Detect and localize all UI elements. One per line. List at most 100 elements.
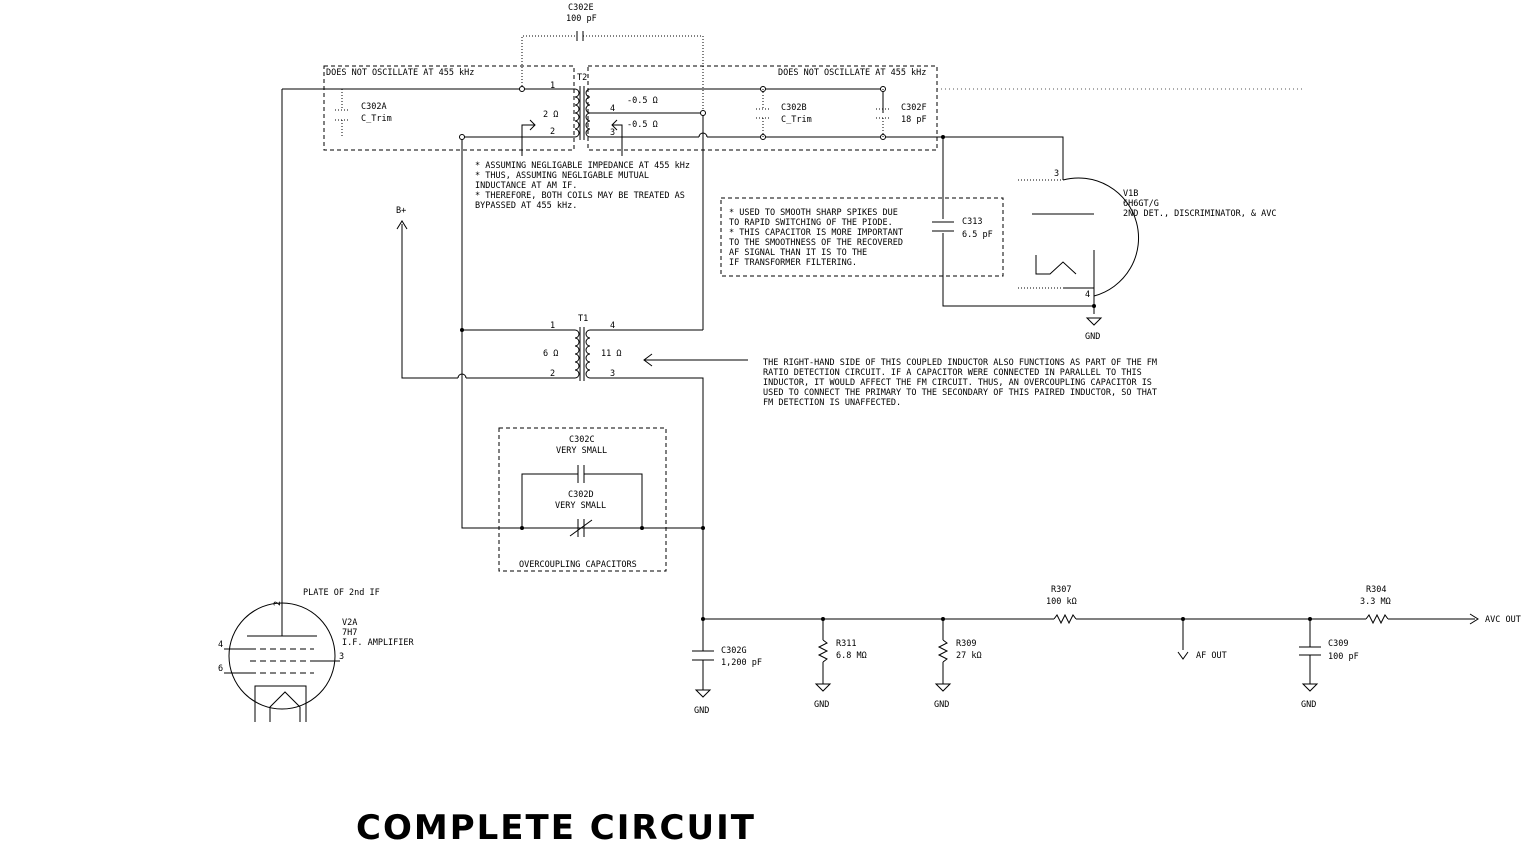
t2-ref: T2 xyxy=(577,73,587,83)
assume-line-2: * THUS, ASSUMING NEGLIGABLE MUTUAL xyxy=(475,171,649,181)
r311-value: 6.8 MΩ xyxy=(836,651,867,661)
v1b-tube: 3 4 V1B 6H6GT/G 2ND DET., DISCRIMINATOR,… xyxy=(1018,169,1277,306)
c302c-capacitor: C302C VERY SMALL xyxy=(556,435,607,483)
t1-note-1: THE RIGHT-HAND SIDE OF THIS COUPLED INDU… xyxy=(763,358,1157,368)
v2a-pin3: 3 xyxy=(339,652,344,662)
t1-secondary-res: 11 Ω xyxy=(601,349,621,359)
gnd-v1b: GND xyxy=(1085,317,1103,342)
page-title: COMPLETE CIRCUIT xyxy=(356,808,756,848)
overcoupling-label: OVERCOUPLING CAPACITORS xyxy=(519,560,637,570)
c302a-trimmer: C302A C_Trim xyxy=(335,89,392,137)
t1-note-3: INDUCTOR, IT WOULD AFFECT THE FM CIRCUIT… xyxy=(763,378,1152,388)
t1-pin4: 4 xyxy=(610,321,615,331)
c302b-value: C_Trim xyxy=(781,115,812,125)
r311-resistor: R311 6.8 MΩ GND xyxy=(814,639,867,710)
t2-primary-res: 2 Ω xyxy=(543,110,558,120)
t1-pin3: 3 xyxy=(610,369,615,379)
c313-ref: C313 xyxy=(962,217,982,227)
r311-ref: R311 xyxy=(836,639,856,649)
r309-value: 27 kΩ xyxy=(956,651,982,661)
t1-note-4: USED TO CONNECT THE PRIMARY TO THE SECON… xyxy=(763,388,1157,398)
v1b-ref: V1B xyxy=(1123,189,1138,199)
c302e-ref: C302E xyxy=(568,3,594,13)
c313-note-6: IF TRANSFORMER FILTERING. xyxy=(729,258,857,268)
t2-sec-top-res: -0.5 Ω xyxy=(627,96,658,106)
c313-note-3: * THIS CAPACITOR IS MORE IMPORTANT xyxy=(729,228,903,238)
c302d-trimmer: C302D VERY SMALL xyxy=(555,490,606,537)
r309-gnd-label: GND xyxy=(934,700,949,710)
c302f-ref: C302F xyxy=(901,103,927,113)
assume-line-3: INDUCTANCE AT AM IF. xyxy=(475,181,577,191)
bplus-label: B+ xyxy=(396,206,406,216)
c302f-capacitor: C302F 18 pF xyxy=(876,89,927,137)
t2-pin3: 3 xyxy=(610,128,615,138)
t1-pin1: 1 xyxy=(550,321,555,331)
c302a-ref: C302A xyxy=(361,102,387,112)
af-out-label: AF OUT xyxy=(1196,651,1227,661)
c302e-value: 100 pF xyxy=(566,14,597,24)
r304-resistor: R304 3.3 MΩ xyxy=(1360,585,1391,625)
t1-transformer: T1 1 2 4 3 6 Ω 11 Ω xyxy=(543,314,621,381)
c302a-value: C_Trim xyxy=(361,114,392,124)
v2a-plate-label: PLATE OF 2nd IF xyxy=(303,588,380,598)
assume-line-1: * ASSUMING NEGLIGABLE IMPEDANCE AT 455 k… xyxy=(475,161,690,171)
c302f-value: 18 pF xyxy=(901,115,927,125)
c313-note-4: TO THE SMOOTHNESS OF THE RECOVERED xyxy=(729,238,903,248)
t2-sec-bot-res: -0.5 Ω xyxy=(627,120,658,130)
t2-transformer: T2 1 2 2 Ω 4 3 -0.5 Ω -0.5 Ω xyxy=(521,73,658,156)
t1-note-2: RATIO DETECTION CIRCUIT. IF A CAPACITOR … xyxy=(763,368,1142,378)
c313-note-5: AF SIGNAL THAN IT IS TO THE xyxy=(729,248,867,258)
c302d-ref: C302D xyxy=(568,490,594,500)
c302g-value: 1,200 pF xyxy=(721,658,762,668)
v2a-tube: 2 4 6 3 PLATE OF 2nd IF V2A 7H7 I.F. AMP… xyxy=(218,588,415,722)
v2a-pin2: 2 xyxy=(273,601,283,606)
v2a-pin6: 6 xyxy=(218,664,223,674)
r311-gnd-label: GND xyxy=(814,700,829,710)
t1-ref: T1 xyxy=(578,314,588,324)
overcoupling-box xyxy=(498,427,667,572)
c313-note: * USED TO SMOOTH SHARP SPIKES DUE TO RAP… xyxy=(729,208,903,268)
v1b-pin3: 3 xyxy=(1054,169,1059,179)
t1-primary-res: 6 Ω xyxy=(543,349,558,359)
t1-pin2: 2 xyxy=(550,369,555,379)
c302g-capacitor: C302G 1,200 pF GND xyxy=(692,646,762,716)
c302b-trimmer: C302B C_Trim xyxy=(756,89,812,137)
r309-ref: R309 xyxy=(956,639,976,649)
c302e-capacitor: C302E 100 pF xyxy=(521,3,704,113)
c302d-value: VERY SMALL xyxy=(555,501,606,511)
c309-capacitor: C309 100 pF GND xyxy=(1299,639,1359,710)
r307-ref: R307 xyxy=(1051,585,1071,595)
r304-ref: R304 xyxy=(1366,585,1386,595)
c302c-value: VERY SMALL xyxy=(556,446,607,456)
v2a-pin4: 4 xyxy=(218,640,223,650)
c313-capacitor: C313 6.5 pF xyxy=(932,217,993,240)
c302c-ref: C302C xyxy=(569,435,595,445)
v2a-tube-type: 7H7 xyxy=(342,628,357,638)
v2a-desc: I.F. AMPLIFIER xyxy=(342,638,415,648)
t2-pin4: 4 xyxy=(610,104,615,114)
t2-pin1: 1 xyxy=(550,81,555,91)
c309-value: 100 pF xyxy=(1328,652,1359,662)
r309-resistor: R309 27 kΩ GND xyxy=(934,639,982,710)
c313-note-box xyxy=(720,197,1004,277)
c302g-ref: C302G xyxy=(721,646,747,656)
r307-value: 100 kΩ xyxy=(1046,597,1077,607)
r304-value: 3.3 MΩ xyxy=(1360,597,1391,607)
t1-note-5: FM DETECTION IS UNAFFECTED. xyxy=(763,398,901,408)
junction-dots xyxy=(459,86,1312,621)
c313-note-1: * USED TO SMOOTH SHARP SPIKES DUE xyxy=(729,208,898,218)
assume-line-4: * THEREFORE, BOTH COILS MAY BE TREATED A… xyxy=(475,191,685,201)
v1b-pin4: 4 xyxy=(1085,290,1090,300)
c313-note-2: TO RAPID SWITCHING OF THE PIODE. xyxy=(729,218,893,228)
t1-note: THE RIGHT-HAND SIDE OF THIS COUPLED INDU… xyxy=(643,353,1157,408)
c309-ref: C309 xyxy=(1328,639,1348,649)
c309-gnd-label: GND xyxy=(1301,700,1316,710)
assume-line-5: BYPASSED AT 455 kHz. xyxy=(475,201,577,211)
avc-out-label: AVC OUT xyxy=(1485,615,1521,625)
bplus-supply: B+ xyxy=(396,206,408,230)
assumption-note: * ASSUMING NEGLIGABLE IMPEDANCE AT 455 k… xyxy=(475,161,690,211)
c302g-gnd-label: GND xyxy=(694,706,709,716)
af-out-port: AF OUT xyxy=(1177,651,1227,661)
avc-out-port: AVC OUT xyxy=(1469,613,1521,625)
